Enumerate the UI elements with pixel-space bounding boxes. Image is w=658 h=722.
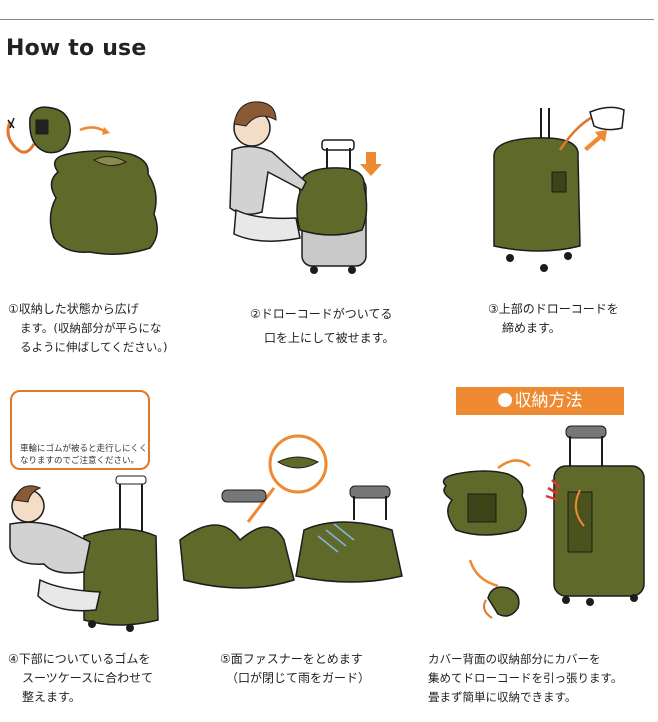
storage-banner-label: 収納方法	[514, 391, 583, 411]
caption-line: スーツケースに合わせて	[22, 671, 154, 685]
caption-line: （口が閉じて雨をガード）	[226, 671, 371, 685]
caption-line: ②ドローコードがついてる	[250, 307, 393, 321]
section-title: How to use	[6, 36, 147, 61]
caption-line: 口を上にして被せます。	[264, 331, 395, 345]
note-line: なりますのでご注意ください。	[20, 456, 140, 466]
caption-line: カバー背面の収納部分にカバーを	[428, 652, 601, 666]
step1-caption: ①収納した状態から広げ ます。(収納部分が平らにな るように伸ばしてください。)	[8, 300, 168, 357]
step4-caption: ④下部についているゴムを スーツケースに合わせて 整えます。	[8, 650, 153, 707]
storage-caption: カバー背面の収納部分にカバーを 集めてドローコードを引っ張ります。 畳まず簡単に…	[428, 650, 622, 707]
caution-note-box	[10, 390, 150, 470]
caption-line: 整えます。	[22, 690, 81, 704]
caution-note-text: 車輪にゴムが被ると走行しにくく なりますのでご注意ください。	[20, 443, 147, 467]
caption-line: ①収納した状態から広げ	[8, 302, 139, 316]
step5-caption: ⑤面ファスナーをとめます （口が閉じて雨をガード）	[220, 650, 370, 688]
step4-illustration	[9, 475, 159, 632]
caption-line: 集めてドローコードを引っ張ります。	[428, 671, 623, 685]
caption-line: ④下部についているゴムを	[8, 652, 151, 666]
arrow-up-right-icon	[584, 130, 607, 151]
arrow-down-icon	[360, 152, 382, 176]
step5-illustration	[179, 434, 403, 589]
caption-line: 締めます。	[502, 321, 561, 335]
note-line: 車輪にゴムが被ると走行しにくく	[20, 444, 148, 454]
caption-line: るように伸ばしてください。)	[20, 340, 168, 354]
caption-line: ③上部のドローコードを	[488, 302, 619, 316]
storage-banner: 収納方法	[456, 387, 624, 415]
caption-line: ⑤面ファスナーをとめます	[220, 652, 363, 666]
caption-line: ます。(収納部分が平らにな	[20, 321, 162, 335]
step2-caption: ②ドローコードがついてる 口を上にして被せます。	[250, 302, 394, 350]
step3-caption: ③上部のドローコードを 締めます。	[488, 300, 619, 338]
arrow-right-icon	[79, 126, 107, 134]
storage-illustration	[442, 425, 645, 619]
step1-illustration	[6, 106, 158, 255]
step2-illustration	[229, 101, 382, 274]
caption-line: 畳まず簡単に収納できます。	[428, 690, 577, 704]
top-divider	[0, 19, 654, 20]
circle-bullet-icon	[497, 393, 512, 407]
step3-illustration	[493, 106, 625, 272]
